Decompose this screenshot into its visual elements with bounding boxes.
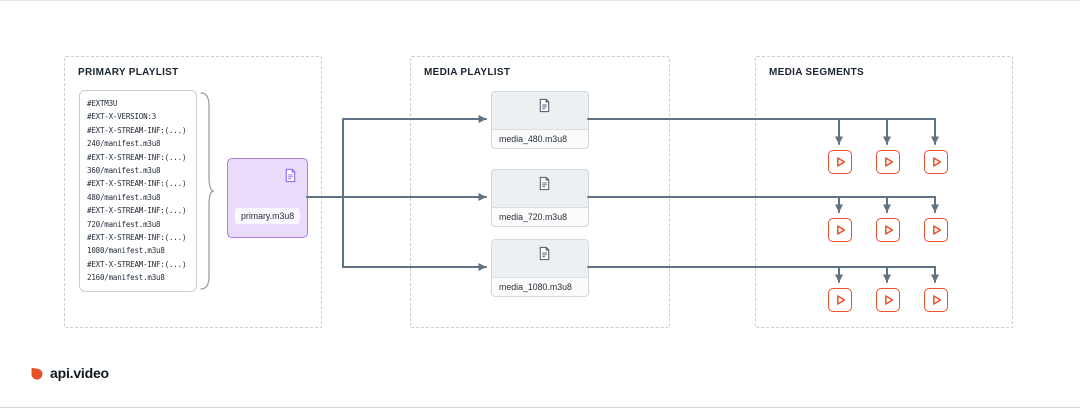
document-icon (537, 176, 552, 191)
primary-playlist-section: PRIMARY PLAYLIST #EXTM3U #EXT-X-VERSION:… (64, 56, 322, 328)
brand-name: api.video (50, 365, 109, 381)
document-icon (537, 98, 552, 113)
segment-play-icon (828, 150, 852, 174)
media-1080-node: media_1080.m3u8 (491, 239, 589, 297)
segment-play-icon (876, 218, 900, 242)
media-segments-title: MEDIA SEGMENTS (769, 67, 864, 78)
segment-play-icon (876, 150, 900, 174)
document-icon (283, 168, 298, 183)
media-720-label: media_720.m3u8 (492, 207, 588, 226)
segment-play-icon (924, 150, 948, 174)
brace-connector (200, 92, 215, 290)
media-480-label: media_480.m3u8 (492, 129, 588, 148)
segment-play-icon (876, 288, 900, 312)
primary-playlist-title: PRIMARY PLAYLIST (78, 67, 179, 78)
segment-play-icon (924, 288, 948, 312)
document-icon (537, 246, 552, 261)
segment-play-icon (828, 218, 852, 242)
primary-m3u8-label: primary.m3u8 (235, 208, 301, 224)
api-video-drop-icon (25, 362, 48, 385)
media-segments-section: MEDIA SEGMENTS (755, 56, 1013, 328)
media-480-node: media_480.m3u8 (491, 91, 589, 149)
manifest-code-block: #EXTM3U #EXT-X-VERSION:3 #EXT-X-STREAM-I… (79, 90, 197, 292)
media-1080-label: media_1080.m3u8 (492, 277, 588, 296)
media-playlist-title: MEDIA PLAYLIST (424, 67, 511, 78)
primary-m3u8-node: primary.m3u8 (227, 158, 308, 238)
media-playlist-section: MEDIA PLAYLIST media_480.m3u8 media_720.… (410, 56, 670, 328)
segment-play-icon (828, 288, 852, 312)
brand-logo: api.video (28, 365, 109, 381)
segment-play-icon (924, 218, 948, 242)
media-720-node: media_720.m3u8 (491, 169, 589, 227)
